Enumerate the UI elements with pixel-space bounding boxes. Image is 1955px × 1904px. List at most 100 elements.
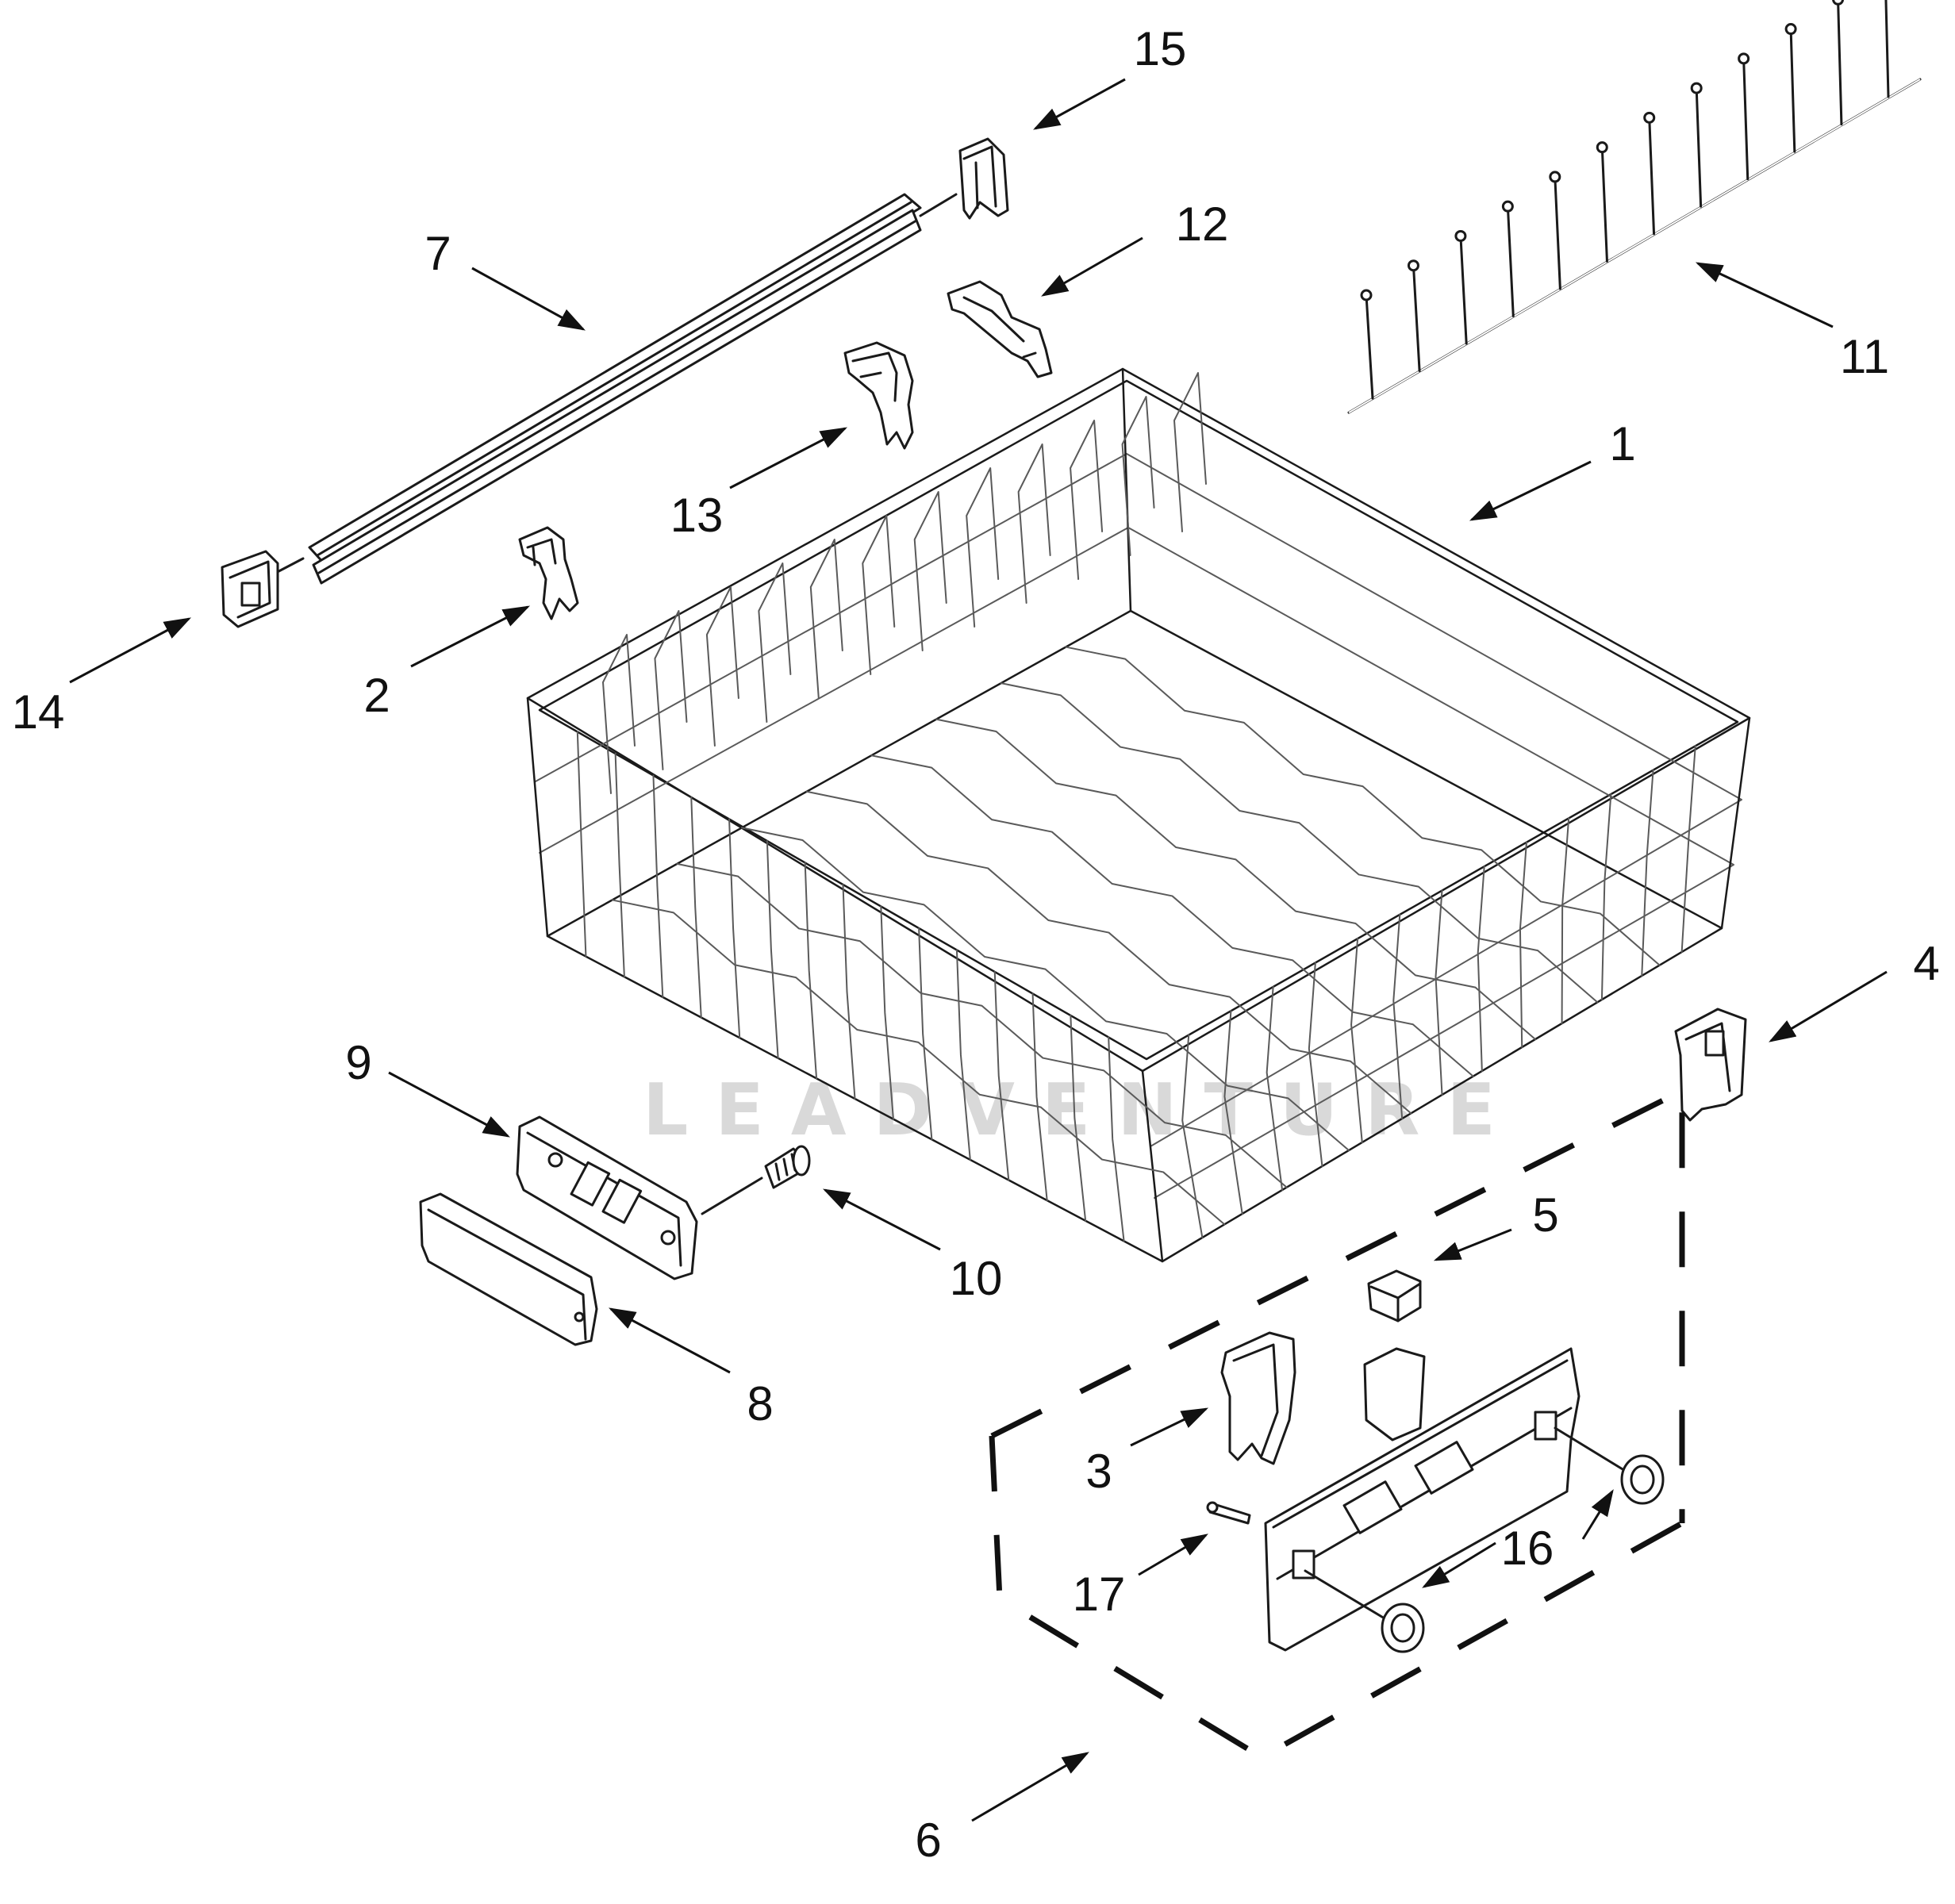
rack-divider <box>913 491 947 651</box>
rack-divider <box>705 586 739 747</box>
rack-post <box>1223 1010 1243 1215</box>
rack-post <box>614 753 625 978</box>
leader-8 <box>609 1307 731 1374</box>
leader-9 <box>388 1071 510 1138</box>
rack-floor-wire <box>1065 646 1661 966</box>
rack-divider <box>1173 372 1207 532</box>
leader-7 <box>471 267 586 331</box>
rack-post <box>728 818 741 1039</box>
rack-post <box>1392 913 1404 1119</box>
rack-post <box>1308 962 1323 1167</box>
tine <box>1459 234 1468 345</box>
part-1-wire-rack[interactable] <box>526 367 1751 1263</box>
callout-8: 8 <box>747 1377 773 1430</box>
tine-tip <box>1690 82 1703 94</box>
tine <box>1600 146 1608 263</box>
rack-post <box>1641 769 1654 977</box>
part-4-slide-bracket[interactable] <box>1674 1008 1747 1122</box>
callout-16: 16 <box>1501 1522 1554 1575</box>
leader-5 <box>1433 1228 1512 1261</box>
rack-post <box>1477 866 1485 1072</box>
rack-post <box>1108 1036 1125 1242</box>
rack-post <box>690 797 702 1019</box>
rack-floor-wire <box>611 899 1226 1226</box>
callout-9: 9 <box>345 1036 371 1089</box>
part-14-rail-stop[interactable] <box>221 550 279 628</box>
rack-floor-wire <box>741 827 1350 1151</box>
rack-post <box>1600 793 1612 1000</box>
part-12-clip[interactable] <box>947 280 1053 378</box>
callout-6: 6 <box>915 1814 941 1867</box>
leader-16-upper <box>1581 1489 1614 1540</box>
part-10-screw[interactable] <box>764 1145 811 1189</box>
rack-post <box>993 971 1010 1181</box>
leader-arrows <box>69 78 1888 1822</box>
part-3-latch[interactable] <box>1220 1331 1296 1465</box>
rack-post <box>766 840 779 1059</box>
part-8-handle-cover[interactable] <box>419 1192 598 1346</box>
tine <box>1742 57 1750 181</box>
tine <box>1648 116 1656 236</box>
tine <box>1695 86 1703 208</box>
tine <box>1554 175 1561 290</box>
callout-4: 4 <box>1913 937 1939 990</box>
tine <box>1789 28 1796 153</box>
leader-3 <box>1130 1407 1209 1447</box>
part-16-wheel-lower[interactable] <box>1304 1569 1425 1653</box>
tine-tip <box>1784 23 1797 36</box>
tine <box>1837 0 1843 126</box>
leader-4 <box>1769 970 1888 1042</box>
rack-divider <box>862 515 896 675</box>
rack-post <box>1266 985 1284 1191</box>
part-9-connector-line <box>701 1177 763 1215</box>
rack-floor-wire <box>1000 682 1599 1004</box>
rack-post <box>1031 992 1048 1202</box>
tine-tip <box>1596 141 1608 154</box>
leader-6 <box>971 1752 1089 1822</box>
part-6-assembly-outline <box>989 1086 1685 1761</box>
callout-1: 1 <box>1609 417 1635 470</box>
callout-14: 14 <box>12 685 65 739</box>
rack-post <box>955 949 971 1161</box>
callout-5: 5 <box>1532 1188 1558 1242</box>
rack-divider <box>966 467 1000 628</box>
part-13-clip[interactable] <box>843 341 914 450</box>
rack-floor-wire <box>805 790 1412 1115</box>
rack-floor-wire <box>935 718 1536 1040</box>
tine <box>1412 264 1421 372</box>
callout-17: 17 <box>1073 1568 1126 1621</box>
tine-tip <box>1407 259 1419 272</box>
leader-12 <box>1041 236 1143 297</box>
tine <box>1365 294 1374 400</box>
callout-labels: 15 7 12 11 1 13 14 2 4 9 10 5 8 3 16 17 … <box>12 22 1940 1867</box>
rack-post <box>918 927 933 1141</box>
leader-14 <box>69 617 191 684</box>
part-7-rail[interactable] <box>308 193 922 585</box>
part-6-adjuster-body[interactable] <box>1264 1347 1581 1652</box>
callout-11: 11 <box>1840 330 1889 383</box>
callout-3: 3 <box>1085 1445 1112 1498</box>
leader-2 <box>410 605 531 668</box>
part-5-button[interactable] <box>1367 1269 1422 1322</box>
part-17-screw[interactable] <box>1206 1501 1251 1525</box>
part-11-tine-row[interactable] <box>1347 0 1922 414</box>
part-15-rail-end-cap[interactable] <box>958 137 1009 220</box>
watermark-text: LEADVENTURE <box>643 1069 1523 1152</box>
tine-tip <box>1360 289 1373 301</box>
rack-divider <box>758 562 792 723</box>
rack-post <box>880 905 894 1120</box>
rack-divider <box>1121 396 1155 556</box>
part-16-wheel-upper[interactable] <box>1554 1426 1665 1505</box>
callout-12: 12 <box>1176 198 1229 251</box>
tine-tip <box>1501 200 1514 213</box>
tine-tip <box>1643 111 1656 124</box>
tine <box>1506 205 1515 317</box>
rack-post <box>1350 938 1363 1143</box>
rack-divider <box>654 610 688 770</box>
callout-13: 13 <box>670 489 724 542</box>
part-9-handle-base[interactable] <box>516 1115 698 1280</box>
rack-post <box>1181 1034 1204 1238</box>
leader-10 <box>822 1188 941 1251</box>
part-2-clip[interactable] <box>518 526 579 620</box>
